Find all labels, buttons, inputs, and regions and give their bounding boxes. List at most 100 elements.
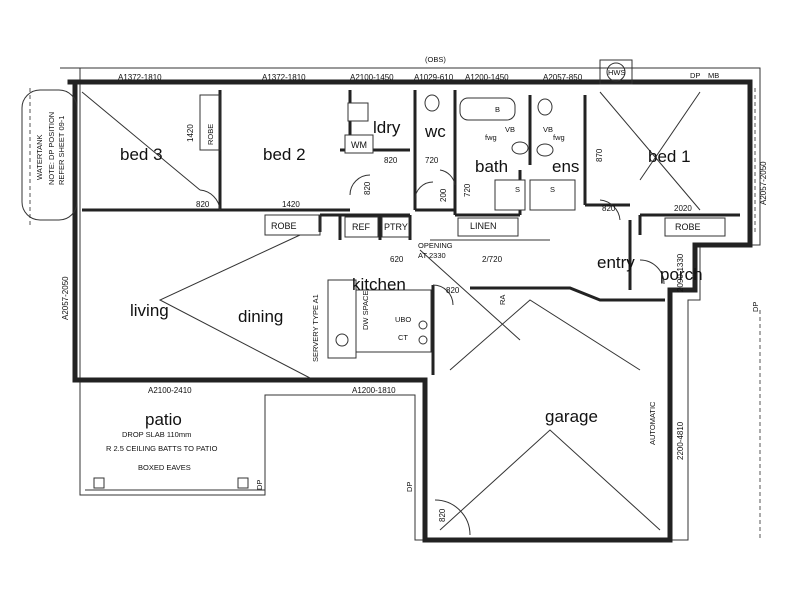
eaves-line [60, 67, 761, 541]
label-mb: MB [708, 71, 719, 80]
room-patio: patio [145, 410, 182, 429]
dim-top3: A2100-1450 [350, 73, 394, 82]
dim-left1: A2057-2050 [61, 276, 70, 320]
dim-820-kitchen: 820 [446, 286, 460, 295]
watertank [21, 89, 78, 221]
label-ubo: UBO [395, 315, 411, 324]
room-bath: bath [475, 157, 508, 176]
roof-hip-lines [81, 91, 701, 531]
interior-walls [82, 90, 740, 375]
room-porch: porch [660, 265, 703, 284]
label-fwg-bath: fwg [485, 133, 497, 142]
room-bed2: bed 2 [263, 145, 306, 164]
ptry-box [381, 216, 410, 238]
label-patio-batts: R 2.5 CEILING BATTS TO PATIO [106, 444, 218, 453]
label-dp-patio: DP [255, 480, 264, 490]
label-obs: (OBS) [425, 55, 446, 64]
label-note1: NOTE: DP POSITION [47, 112, 56, 185]
ref-box [344, 216, 379, 238]
dim-820-ldry: 820 [363, 181, 372, 195]
label-vb-ens: VB [543, 125, 553, 134]
outer-wall [67, 79, 753, 543]
patio-edge [85, 395, 266, 491]
dim-2020: 2020 [674, 204, 692, 213]
dim-top1: A1372-1810 [118, 73, 162, 82]
label-opening: OPENING [418, 241, 453, 250]
room-wc: wc [424, 122, 446, 141]
room-kitchen: kitchen [352, 275, 406, 294]
dim-620: 620 [390, 255, 404, 264]
dim-right1: A2057-2050 [759, 161, 768, 205]
dim-200: 200 [439, 188, 448, 202]
dim-2720-linen: 2/720 [482, 255, 503, 264]
label-s-bath: S [515, 185, 520, 194]
sink-icon [335, 333, 349, 347]
dim-garage-side: 2200-4810 [676, 421, 685, 460]
room-ens: ens [552, 157, 579, 176]
linen-box [457, 217, 519, 237]
dim-820-hall: 820 [384, 156, 398, 165]
dim-870: 870 [595, 148, 604, 162]
dim-1420-bed3: 1420 [186, 124, 195, 142]
kitchen-counter [355, 289, 432, 353]
robe-box-bed1 [664, 217, 726, 237]
label-ct: CT [398, 333, 408, 342]
label-robe-bed1: ROBE [675, 222, 701, 232]
label-linen: LINEN [470, 221, 497, 231]
patio-post-left [93, 477, 105, 489]
dim-820-garage: 820 [438, 508, 447, 522]
label-ref: REF [352, 222, 371, 232]
label-patio-slab: DROP SLAB 110mm [122, 430, 191, 439]
door-swing [199, 169, 665, 536]
room-dining: dining [238, 307, 283, 326]
label-s-ens: S [550, 185, 555, 194]
dim-top6: A2057-850 [543, 73, 583, 82]
label-note2: REFER SHEET 09-1 [57, 116, 66, 185]
label-automatic: AUTOMATIC [648, 401, 657, 445]
label-dp-top: DP [690, 71, 700, 80]
room-bed3: bed 3 [120, 145, 163, 164]
dim-patio-w: A2100-2410 [148, 386, 192, 395]
vanity-basin-icon [511, 141, 529, 155]
label-vb-bath: VB [505, 125, 515, 134]
room-entry: entry [597, 253, 635, 272]
ensuite-toilet-icon [537, 98, 553, 116]
label-fwg-ens: fwg [553, 133, 565, 142]
room-ldry: ldry [373, 118, 401, 137]
room-living: living [130, 301, 169, 320]
cooktop-icon [418, 320, 428, 330]
label-watertank: WATERTANK [35, 134, 44, 180]
label-dw-space: DW SPACE [361, 291, 370, 330]
hws-icon [606, 62, 626, 82]
dim-kitchen-w: A1200-1810 [352, 386, 396, 395]
room-bed1: bed 1 [648, 147, 691, 166]
laundry-tub-icon [347, 102, 369, 122]
label-ra: RA [498, 295, 507, 305]
ensuite-basin-icon [536, 143, 554, 157]
boundary-dashed [29, 88, 761, 540]
hws-box [599, 59, 633, 85]
label-b: B [495, 105, 500, 114]
bathtub-icon [459, 97, 516, 121]
label-boxed-eaves: BOXED EAVES [138, 463, 191, 472]
robe-box-bed3 [199, 94, 221, 151]
label-ptry: PTRY [384, 222, 408, 232]
ensuite-shower-icon [529, 179, 576, 211]
cooktop-icon-2 [418, 335, 428, 345]
shower-icon [494, 179, 526, 211]
label-hws: HWS [608, 68, 626, 77]
label-robe-bed3: ROBE [206, 124, 215, 145]
dim-top5: A1200-1450 [465, 73, 509, 82]
toilet-icon [424, 94, 440, 112]
dim-top4: A1029-610 [414, 73, 454, 82]
dim-720-bath: 720 [463, 183, 472, 197]
label-servery: SERVERY TYPE A1 [311, 294, 320, 362]
dim-top2: A1372-1810 [262, 73, 306, 82]
label-dp-garage: DP [405, 482, 414, 492]
label-robe-bed2: ROBE [271, 221, 297, 231]
dim-820-bed3: 820 [196, 200, 210, 209]
dim-820-bed1: 820 [602, 204, 616, 213]
robe-box-bed2 [264, 214, 321, 236]
wm-box [344, 134, 374, 154]
